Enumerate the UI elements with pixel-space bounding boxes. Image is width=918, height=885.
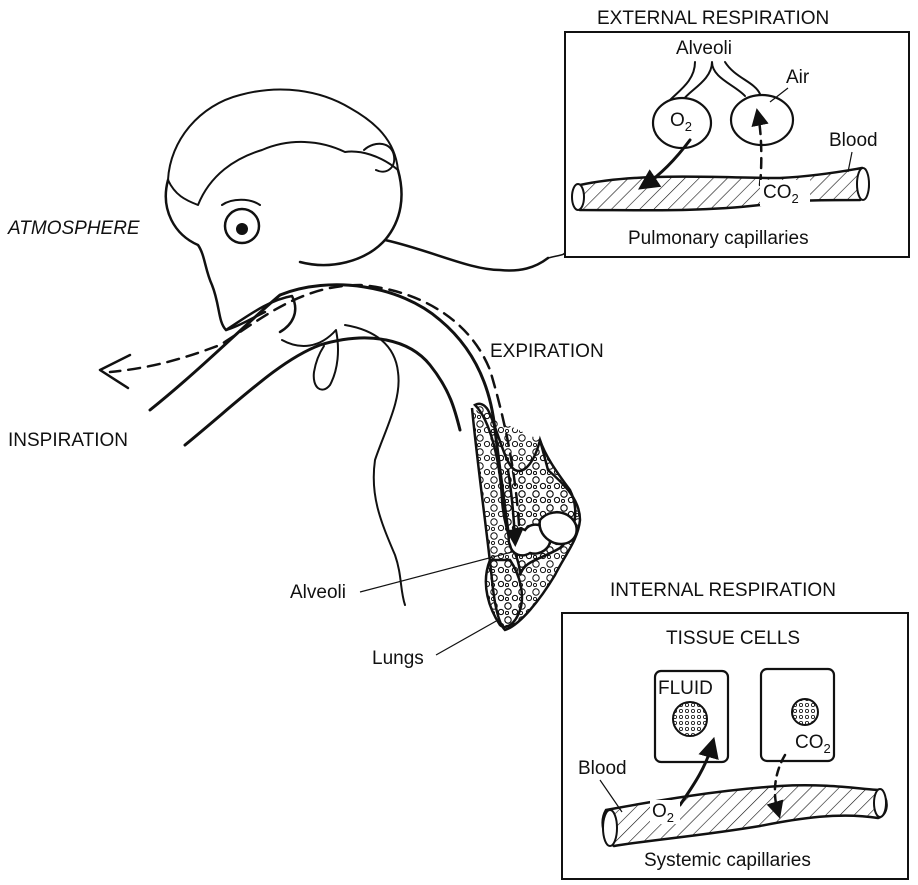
cell-nucleus-right xyxy=(792,699,818,725)
lungs-label: Lungs xyxy=(372,648,424,669)
head-outline xyxy=(166,180,265,330)
hair xyxy=(168,89,398,205)
external-air-label: Air xyxy=(786,67,810,88)
atmosphere-label: ATMOSPHERE xyxy=(7,218,140,239)
internal-panel-caption: Systemic capillaries xyxy=(644,850,811,871)
expiration-label: EXPIRATION xyxy=(490,341,604,362)
fluid-label: FLUID xyxy=(658,678,713,699)
external-respiration-panel: EXTERNAL RESPIRATION Alveoli O2 Air Bloo… xyxy=(565,8,909,257)
alveoli-body-label: Alveoli xyxy=(290,582,346,603)
external-capillary-end xyxy=(572,184,584,210)
internal-respiration-panel: INTERNAL RESPIRATION TISSUE CELLS FLUID … xyxy=(562,580,908,879)
head-back xyxy=(300,170,402,265)
body-front xyxy=(345,325,405,605)
external-capillary xyxy=(574,168,869,210)
callout-connector xyxy=(548,252,565,258)
external-blood-label: Blood xyxy=(829,130,878,151)
external-panel-title: EXTERNAL RESPIRATION xyxy=(597,8,829,29)
internal-panel-title: INTERNAL RESPIRATION xyxy=(610,580,836,601)
inspiration-label: INSPIRATION xyxy=(8,430,128,451)
neck-back xyxy=(385,240,548,271)
internal-capillary-end xyxy=(603,810,617,846)
airway-lower xyxy=(185,338,460,445)
external-panel-caption: Pulmonary capillaries xyxy=(628,228,809,249)
tissue-cells-label: TISSUE CELLS xyxy=(666,628,800,649)
external-alveoli-label: Alveoli xyxy=(676,38,732,59)
cell-nucleus-left xyxy=(673,702,707,736)
lungs-leader-line xyxy=(436,620,498,655)
eye xyxy=(222,200,260,243)
external-bronchiole xyxy=(670,62,760,100)
internal-blood-leader xyxy=(600,780,622,812)
external-alveolus-right xyxy=(731,95,793,145)
internal-capillary-end-right xyxy=(874,789,886,817)
internal-blood-label: Blood xyxy=(578,758,627,779)
expiration-arrow xyxy=(110,285,520,545)
external-capillary-end-right xyxy=(857,168,869,200)
internal-capillary xyxy=(603,785,887,846)
external-co2-arrow xyxy=(758,115,761,185)
